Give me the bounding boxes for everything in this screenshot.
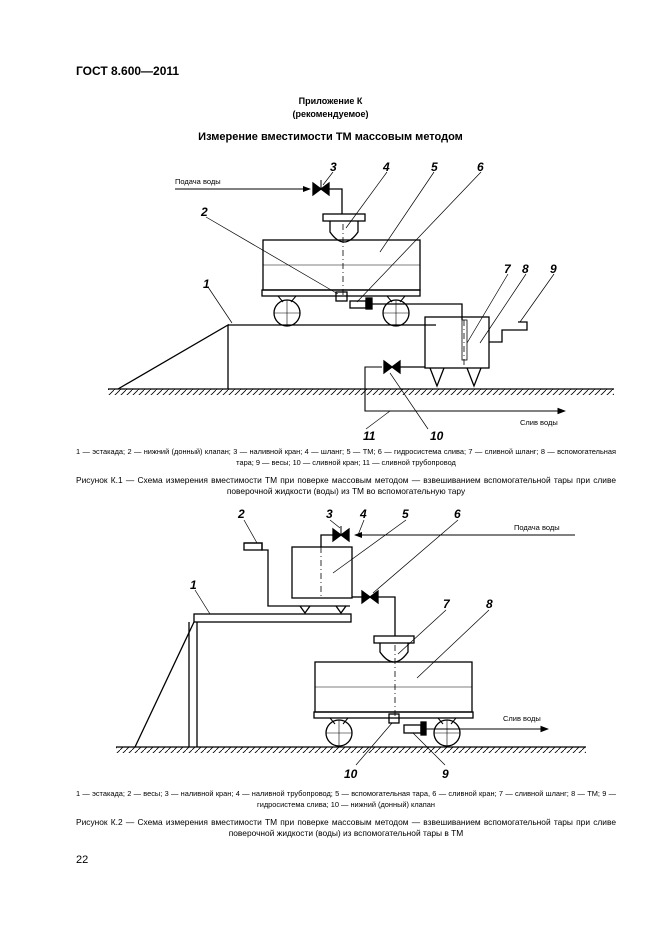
trestle-strut	[134, 621, 195, 748]
figure-k1-diagram: Подача воды Слив воды 1 2 3 4 5 6 7 8 9 …	[108, 160, 614, 443]
drain-hydrosystem	[349, 300, 367, 309]
callout2-8: 8	[486, 597, 493, 611]
callout-2: 2	[200, 205, 208, 219]
bottom-valve	[335, 291, 348, 302]
callout2-2: 2	[237, 507, 245, 521]
tank-frame	[261, 289, 421, 297]
ground-hatch-2	[116, 747, 586, 753]
callout-10: 10	[430, 429, 444, 443]
callout-5: 5	[431, 160, 438, 174]
drain-hose	[372, 303, 463, 320]
callout-7: 7	[504, 262, 512, 276]
section-title: Измерение вместимости ТМ массовым методо…	[198, 131, 463, 143]
dome-neck	[329, 221, 359, 243]
dome-lid	[322, 213, 366, 222]
callout-4: 4	[382, 160, 390, 174]
callout-1: 1	[203, 277, 210, 291]
bottom-valve-2	[388, 713, 400, 724]
callout-9: 9	[550, 262, 557, 276]
callout-6: 6	[477, 160, 484, 174]
tank-frame-2	[313, 711, 474, 719]
drain-hydrosystem-2	[403, 724, 422, 734]
water-in-label-1: Подача воды	[175, 177, 221, 186]
drain-pipeline	[364, 366, 567, 415]
callout2-1: 1	[190, 578, 197, 592]
scale-supports	[429, 367, 482, 388]
callout-8: 8	[522, 262, 529, 276]
dome-lid-2	[373, 635, 415, 644]
callout2-9: 9	[442, 767, 449, 781]
callout2-6: 6	[454, 507, 461, 521]
figure-k2-diagram: Подача воды Слив воды 1 2 3 4 5 6 7 8 9 …	[116, 507, 586, 781]
water-in-label-2: Подача воды	[514, 523, 560, 532]
figure-k1-caption: Рисунок К.1 — Схема измерения вместимост…	[76, 475, 616, 496]
water-out-label-2: Слив воды	[503, 714, 541, 723]
standard-header: ГОСТ 8.600—2011	[76, 64, 180, 78]
trestle-platform	[193, 613, 352, 623]
valve-6-icon	[361, 589, 379, 605]
aux-container-2	[291, 546, 353, 599]
trestle-ramp	[117, 323, 229, 390]
drain-hose-2	[378, 596, 396, 636]
figure-k1-legend: 1 — эстакада; 2 — нижний (донный) клапан…	[76, 447, 616, 467]
valve-10-icon	[383, 359, 401, 375]
trestle-post	[188, 622, 198, 747]
appendix-status: (рекомендуемое)	[292, 109, 369, 119]
callout-3: 3	[330, 160, 337, 174]
ground-hatch	[108, 389, 614, 395]
page-number: 22	[76, 854, 89, 866]
figure-k2-caption: Рисунок К.2 — Схема измерения вместимост…	[76, 817, 616, 838]
dome-neck-2	[379, 643, 409, 663]
appendix-name: Приложение К	[298, 96, 363, 106]
scale-body	[244, 542, 350, 607]
water-out-label-1: Слив воды	[520, 418, 558, 427]
figure-k2-legend: 1 — эстакада; 2 — весы; 3 — наливной кра…	[76, 789, 616, 809]
callout2-3: 3	[326, 507, 333, 521]
callout2-10: 10	[344, 767, 358, 781]
scale-platform	[489, 321, 528, 343]
callout-11: 11	[363, 429, 376, 443]
callout2-5: 5	[402, 507, 409, 521]
callout2-4: 4	[359, 507, 367, 521]
callout2-7: 7	[443, 597, 451, 611]
